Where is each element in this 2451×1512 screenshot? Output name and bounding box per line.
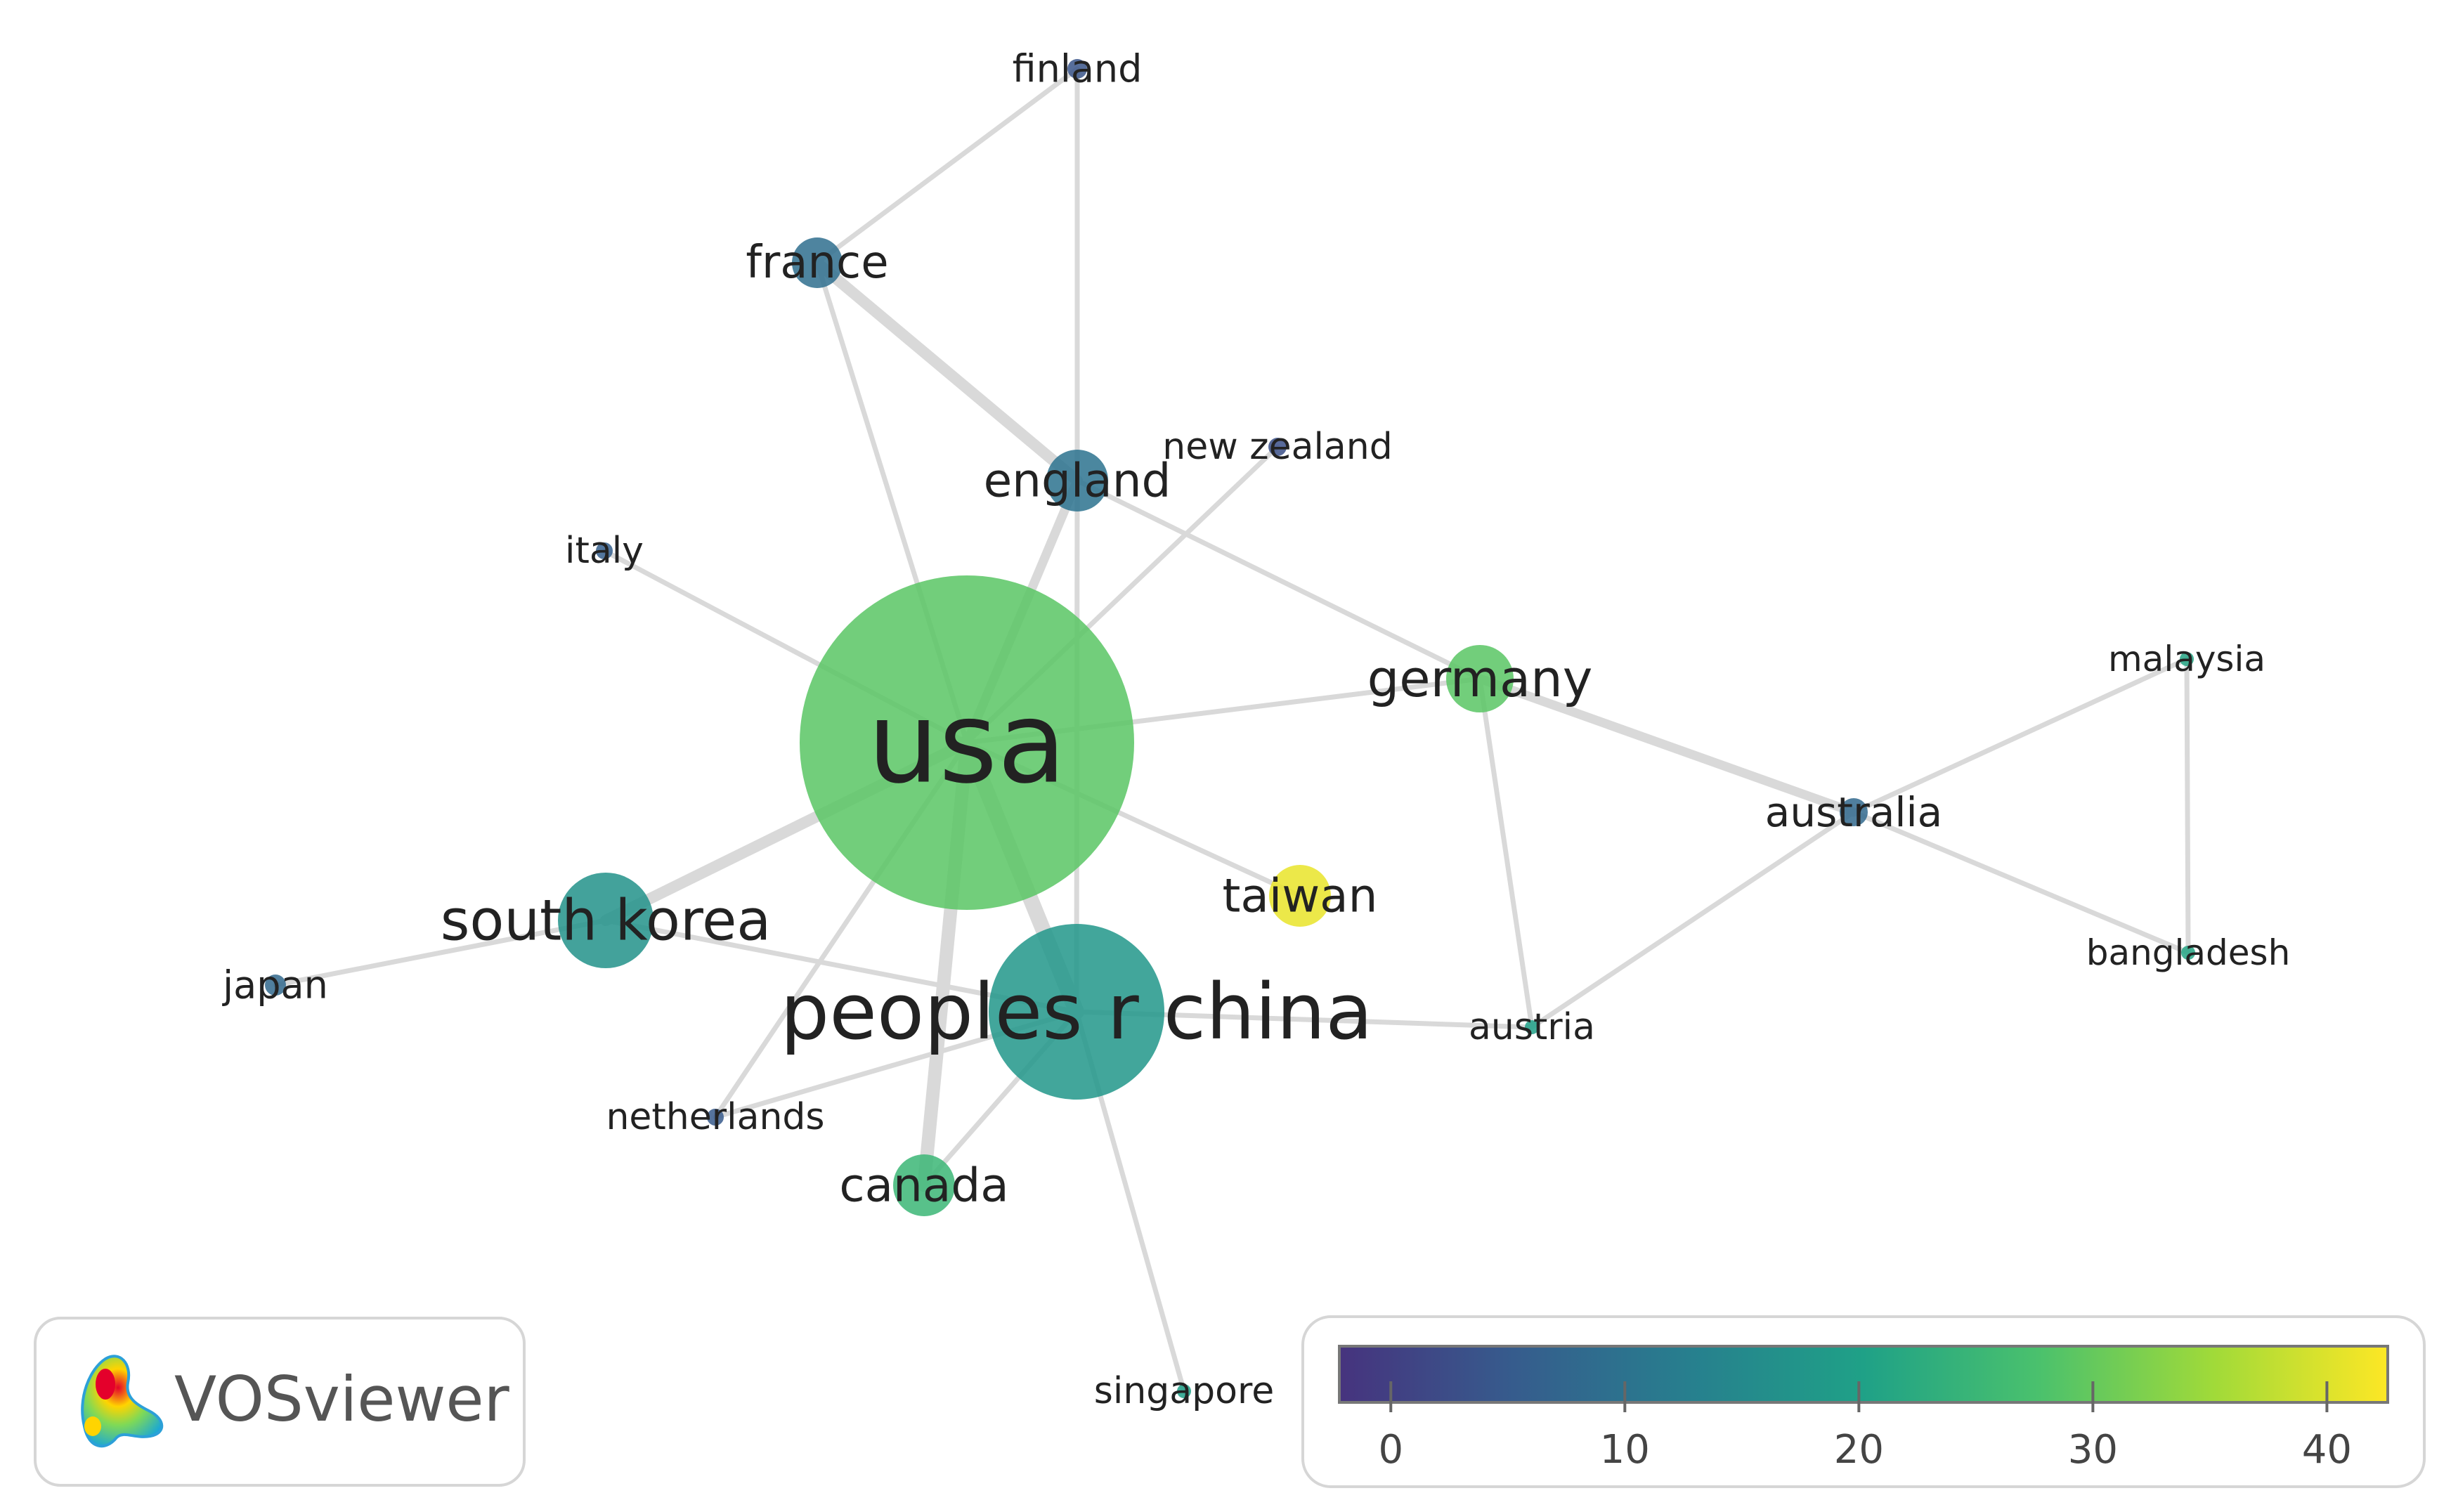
node-bangladesh[interactable]	[2181, 946, 2195, 960]
label-peoples-r-china: peoples r china	[780, 967, 1372, 1057]
node-south-korea[interactable]	[558, 873, 654, 968]
vosviewer-heatmap-logo-icon	[81, 1355, 164, 1448]
node-netherlands[interactable]	[707, 1109, 724, 1126]
node-france[interactable]	[792, 237, 843, 288]
label-new-zealand: new zealand	[1162, 426, 1392, 468]
label-japan: japan	[222, 963, 328, 1008]
node-australia[interactable]	[1840, 798, 1868, 826]
node-germany[interactable]	[1446, 645, 1514, 712]
node-singapore[interactable]	[1177, 1384, 1191, 1398]
link-south_korea-japan	[273, 918, 609, 988]
link-germany-austria	[1477, 676, 1535, 1030]
label-singapore: singapore	[1094, 1370, 1274, 1412]
link-france-finland	[814, 66, 1080, 266]
label-canada: canada	[839, 1159, 1008, 1213]
legend-tick-label-30: 30	[2068, 1427, 2118, 1473]
link-australia-austria	[1529, 809, 1857, 1030]
collaboration-links	[273, 66, 2191, 1394]
label-usa: usa	[868, 677, 1067, 809]
node-new-zealand[interactable]	[1268, 438, 1287, 456]
node-finland[interactable]	[1067, 59, 1087, 79]
country-nodes	[265, 59, 2195, 1398]
node-canada[interactable]	[893, 1154, 955, 1216]
node-italy[interactable]	[596, 542, 613, 559]
vosviewer-brand: VOSviewer	[34, 1317, 526, 1487]
legend-tick-label-40: 40	[2302, 1427, 2352, 1473]
node-peoples-r-china[interactable]	[989, 924, 1164, 1100]
legend-ticks: 0 10 20 30 40	[1378, 1381, 2352, 1473]
node-england[interactable]	[1046, 450, 1108, 511]
brand-box	[34, 1317, 526, 1487]
color-legend: 0 10 20 30 40	[1301, 1315, 2426, 1488]
label-italy: italy	[565, 530, 644, 572]
label-australia: australia	[1765, 788, 1942, 836]
brand-name: VOSviewer	[174, 1363, 510, 1435]
node-malaysia[interactable]	[2180, 652, 2194, 666]
label-austria: austria	[1469, 1006, 1595, 1048]
link-france-england	[812, 257, 1083, 486]
label-england: england	[984, 454, 1171, 508]
label-malaysia: malaysia	[2108, 639, 2265, 679]
legend-tick-label-20: 20	[1834, 1427, 1884, 1473]
label-south-korea: south korea	[441, 888, 772, 953]
label-netherlands: netherlands	[606, 1096, 824, 1138]
legend-tick-label-10: 10	[1600, 1427, 1650, 1473]
link-australia-malaysia	[1851, 656, 2190, 815]
link-england-germany	[1074, 478, 1483, 682]
label-germany: germany	[1367, 649, 1593, 708]
label-bangladesh: bangladesh	[2086, 932, 2291, 973]
legend-gradient-bar	[1338, 1345, 2389, 1404]
node-japan[interactable]	[265, 975, 286, 996]
legend-tick-label-0: 0	[1378, 1427, 1403, 1473]
node-taiwan[interactable]	[1269, 865, 1331, 927]
link-germany-australia	[1475, 674, 1859, 817]
label-france: france	[746, 237, 888, 289]
node-austria[interactable]	[1525, 1020, 1539, 1034]
link-australia-bangladesh	[1851, 809, 2191, 956]
label-taiwan: taiwan	[1223, 869, 1378, 923]
node-usa[interactable]	[800, 575, 1134, 910]
link-malaysia-bangladesh	[2184, 656, 2191, 956]
label-finland: finland	[1013, 47, 1143, 91]
